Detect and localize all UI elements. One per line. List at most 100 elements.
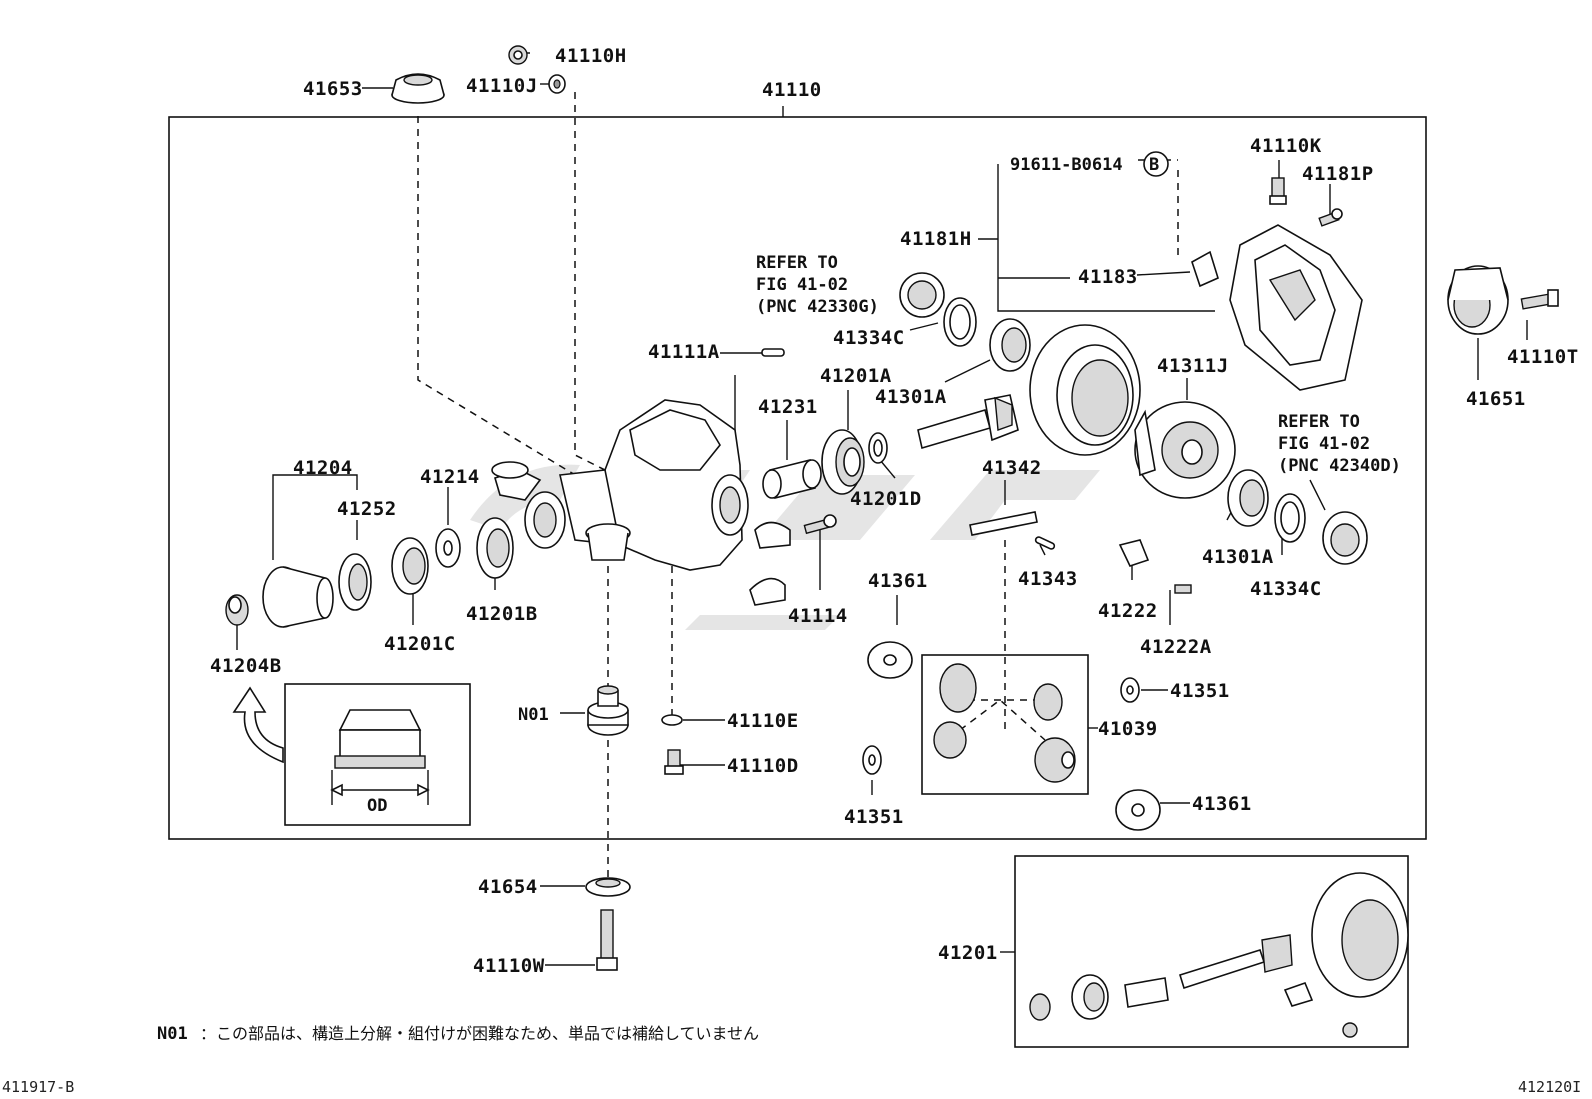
part-41110D-plug bbox=[664, 749, 684, 775]
part-41301A-drive-pinion bbox=[917, 394, 1019, 450]
label-41222A: 41222A bbox=[1140, 636, 1212, 658]
part-41301A-bearing-bottom bbox=[1227, 469, 1269, 527]
label-refer2-line1: REFER TO bbox=[1278, 412, 1360, 432]
label-41222: 41222 bbox=[1098, 600, 1158, 622]
part-41110K-plug bbox=[1269, 177, 1287, 205]
od-nut-detail bbox=[330, 709, 430, 805]
label-41110T: 41110T bbox=[1507, 346, 1579, 368]
label-41201A: 41201A bbox=[820, 365, 892, 387]
part-41342-pinion-shaft bbox=[969, 511, 1038, 536]
part-41334C-shim-bottom bbox=[1274, 493, 1306, 543]
part-41114-bolt bbox=[803, 514, 837, 535]
label-41231: 41231 bbox=[758, 396, 818, 418]
label-41651: 41651 bbox=[1466, 388, 1526, 410]
label-41301A-top: 41301A bbox=[875, 386, 947, 408]
label-41110D: 41110D bbox=[727, 755, 799, 777]
part-41110W-bolt bbox=[596, 909, 618, 971]
part-bearing-cap bbox=[749, 521, 791, 606]
label-41351-bottom: 41351 bbox=[844, 806, 904, 828]
part-41110H-plug bbox=[508, 45, 528, 65]
footnote-text: ：この部品は、構造上分解・組付けが困難なため、単品では補給していません bbox=[200, 1024, 759, 1043]
label-41204B: 41204B bbox=[210, 655, 282, 677]
part-42340D-bearing bbox=[1322, 511, 1368, 565]
label-41110W: 41110W bbox=[473, 955, 545, 977]
curved-arrow bbox=[232, 686, 284, 764]
label-41361-top: 41361 bbox=[868, 570, 928, 592]
part-41334C-shim-top bbox=[943, 297, 977, 347]
label-41201D: 41201D bbox=[850, 488, 922, 510]
label-41214: 41214 bbox=[420, 466, 480, 488]
label-refer2-line3: (PNC 42340D) bbox=[1278, 456, 1401, 476]
inset-box-nut-od bbox=[284, 683, 471, 826]
inset-box-41039 bbox=[921, 654, 1089, 795]
part-41110T-bolt bbox=[1520, 289, 1559, 310]
part-41301A-bearing-top bbox=[989, 318, 1031, 372]
part-41351-washer-bottom bbox=[862, 745, 882, 775]
part-41654-washer bbox=[585, 877, 631, 897]
part-41653-cap bbox=[391, 73, 445, 104]
label-41110E: 41110E bbox=[727, 710, 799, 732]
part-41311J-differential-case bbox=[1134, 401, 1236, 499]
part-41110E-gasket bbox=[661, 714, 683, 726]
label-41110K: 41110K bbox=[1250, 135, 1322, 157]
label-circle-b: B bbox=[1149, 155, 1159, 175]
part-41181H-rear-cover bbox=[1229, 224, 1363, 391]
label-41201C: 41201C bbox=[384, 633, 456, 655]
part-41183-bracket bbox=[1191, 250, 1219, 288]
part-ring-gear bbox=[1029, 324, 1141, 456]
part-41252-oil-seal bbox=[338, 553, 372, 611]
label-41110: 41110 bbox=[762, 79, 822, 101]
label-refer1-line1: REFER TO bbox=[756, 253, 838, 273]
part-41361-thrust-washer-top bbox=[867, 641, 913, 679]
part-N01-mount bbox=[587, 685, 629, 736]
label-41183: 41183 bbox=[1078, 266, 1138, 288]
part-differential-carrier bbox=[491, 399, 749, 571]
part-41204B-nut bbox=[225, 594, 249, 626]
label-41181H: 41181H bbox=[900, 228, 972, 250]
label-N01: N01 bbox=[518, 705, 549, 725]
label-41201B: 41201B bbox=[466, 603, 538, 625]
part-41361-thrust-washer-bottom bbox=[1115, 789, 1161, 831]
part-41214-washer bbox=[435, 528, 461, 568]
label-91611-B0614: 91611-B0614 bbox=[1010, 155, 1123, 175]
label-refer1-line3: (PNC 42330G) bbox=[756, 297, 879, 317]
label-41110J: 41110J bbox=[466, 75, 538, 97]
part-41222A-bolt bbox=[1174, 584, 1192, 594]
part-41204-flange bbox=[262, 566, 334, 628]
label-41334C-bottom: 41334C bbox=[1250, 578, 1322, 600]
part-41231-spacer bbox=[762, 459, 822, 499]
label-41114: 41114 bbox=[788, 605, 848, 627]
part-41181P-bolt bbox=[1318, 208, 1343, 227]
label-41252: 41252 bbox=[337, 498, 397, 520]
label-refer1-line2: FIG 41-02 bbox=[756, 275, 848, 295]
label-41351-right: 41351 bbox=[1170, 680, 1230, 702]
label-41334C-top: 41334C bbox=[833, 327, 905, 349]
part-41201B-bearing bbox=[476, 517, 514, 579]
label-41204: 41204 bbox=[293, 457, 353, 479]
label-41039: 41039 bbox=[1098, 718, 1158, 740]
label-41301A-bottom: 41301A bbox=[1202, 546, 1274, 568]
inset-41201-parts bbox=[1029, 872, 1409, 1038]
label-41110H: 41110H bbox=[555, 45, 627, 67]
part-41351-washer-right bbox=[1120, 677, 1140, 703]
part-42330G-bearing bbox=[899, 272, 945, 318]
part-41201D-washer bbox=[868, 432, 888, 464]
label-41343: 41343 bbox=[1018, 568, 1078, 590]
part-41201C-bearing bbox=[391, 537, 429, 595]
footnote-code: N01 bbox=[157, 1024, 188, 1044]
figure-id-left: 411917-B bbox=[2, 1078, 74, 1096]
label-41311J: 41311J bbox=[1157, 355, 1229, 377]
label-41654: 41654 bbox=[478, 876, 538, 898]
label-41201: 41201 bbox=[938, 942, 998, 964]
part-41222-lock bbox=[1118, 539, 1150, 567]
part-41110J-washer bbox=[548, 74, 566, 94]
part-41343-pin bbox=[1034, 536, 1056, 550]
reference-circle-b bbox=[1143, 151, 1169, 177]
label-refer2-line2: FIG 41-02 bbox=[1278, 434, 1370, 454]
assembly-frame-41110 bbox=[168, 116, 1427, 840]
part-41651-cushion bbox=[1447, 265, 1509, 335]
part-41111A-pin bbox=[761, 348, 785, 357]
label-41181P: 41181P bbox=[1302, 163, 1374, 185]
